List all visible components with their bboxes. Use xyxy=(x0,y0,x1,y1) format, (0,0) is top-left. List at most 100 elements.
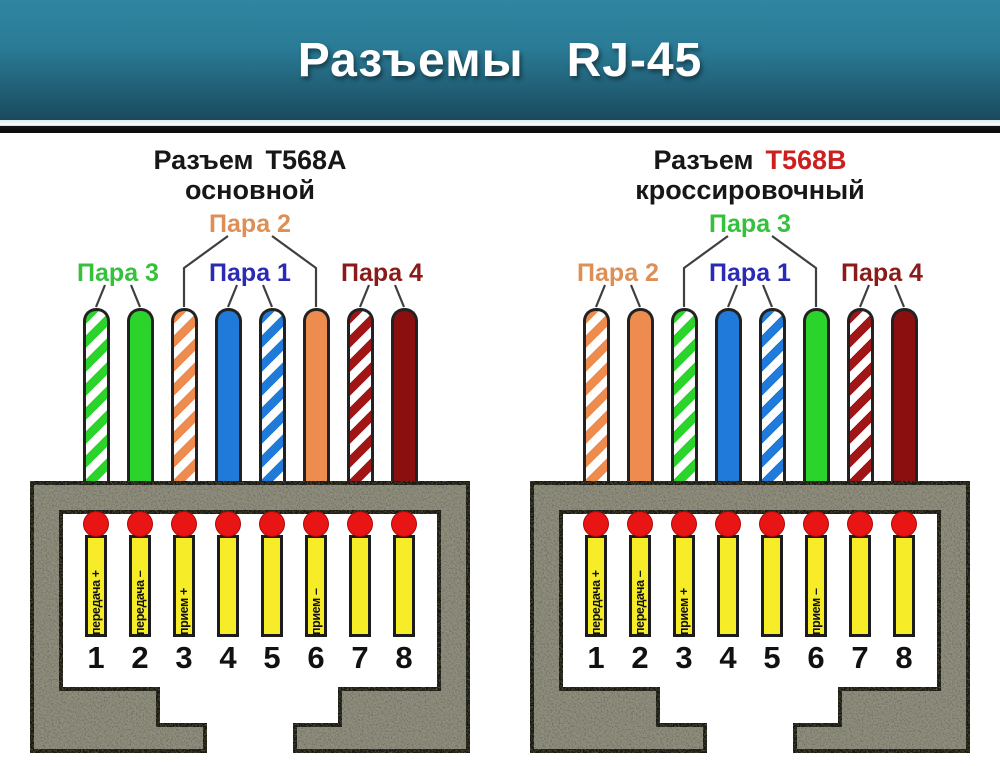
page-title: Разъемы RJ-45 xyxy=(297,33,703,87)
pin-number-4: 4 xyxy=(719,640,737,675)
pin-number-6: 6 xyxy=(807,640,825,675)
pin-number-8: 8 xyxy=(895,640,913,675)
pin-contact-dot-4 xyxy=(215,511,241,537)
pin-contact-dot-8 xyxy=(891,511,917,537)
wire-pin-1 xyxy=(582,308,610,485)
wire-pin-3 xyxy=(170,308,198,485)
pin-4 xyxy=(717,535,739,637)
pin-function-label-1: передача + xyxy=(89,570,103,635)
pin-function-label-3: прием + xyxy=(177,588,191,635)
pair-line xyxy=(682,235,729,307)
pin-contact-dot-5 xyxy=(259,511,285,537)
pin-contact-dot-2 xyxy=(627,511,653,537)
connector-body xyxy=(530,481,970,753)
pin-contact-dot-6 xyxy=(803,511,829,537)
wire-pin-8 xyxy=(390,308,418,485)
pair-line xyxy=(226,284,239,308)
pair-label-пара-3: Пара 3 xyxy=(709,210,791,238)
pin-5 xyxy=(761,535,783,637)
pair-line xyxy=(858,284,871,308)
pin-contact-dot-1 xyxy=(83,511,109,537)
pair-label-пара-4: Пара 4 xyxy=(841,259,923,287)
pin-4 xyxy=(217,535,239,637)
pin-contact-dot-7 xyxy=(847,511,873,537)
wire-pin-7 xyxy=(846,308,874,485)
wire-pin-2 xyxy=(626,308,654,485)
pair-line xyxy=(893,284,906,308)
pair-label-пара-2: Пара 2 xyxy=(209,210,291,238)
pin-function-label-1: передача + xyxy=(589,570,603,635)
pin-number-2: 2 xyxy=(631,640,649,675)
pair-line xyxy=(129,284,142,308)
wire-pin-1 xyxy=(82,308,110,485)
pin-contact-dot-7 xyxy=(347,511,373,537)
pair-line xyxy=(726,284,739,308)
pair-line xyxy=(182,235,229,307)
wire-pin-3 xyxy=(670,308,698,485)
pair-label-пара-1: Пара 1 xyxy=(209,259,291,287)
pin-number-8: 8 xyxy=(395,640,413,675)
pin-contact-dot-6 xyxy=(303,511,329,537)
pin-number-2: 2 xyxy=(131,640,149,675)
wire-pin-4 xyxy=(714,308,742,485)
connector-housing xyxy=(530,481,970,753)
pin-number-3: 3 xyxy=(675,640,693,675)
pair-line xyxy=(629,284,642,308)
pin-number-6: 6 xyxy=(307,640,325,675)
pair-connector-lines xyxy=(94,235,406,308)
pin-contact-dot-1 xyxy=(583,511,609,537)
pair-label-пара-4: Пара 4 xyxy=(341,259,423,287)
title-bar: Разъемы RJ-45 xyxy=(0,0,1000,120)
pin-number-7: 7 xyxy=(851,640,869,675)
pin-number-7: 7 xyxy=(351,640,369,675)
pin-function-label-2: передача – xyxy=(133,570,147,635)
pin-number-1: 1 xyxy=(87,640,105,675)
pin-contact-dot-2 xyxy=(127,511,153,537)
wire-pin-5 xyxy=(258,308,286,485)
wire-pin-4 xyxy=(214,308,242,485)
pin-5 xyxy=(261,535,283,637)
pair-line xyxy=(594,284,607,308)
heading-word: Разъем xyxy=(153,145,254,175)
pin-number-4: 4 xyxy=(219,640,237,675)
pair-line xyxy=(271,235,318,307)
standard-name: Т568А xyxy=(265,145,347,175)
pair-label-пара-3: Пара 3 xyxy=(77,259,159,287)
pin-function-label-2: передача – xyxy=(633,570,647,635)
pin-contact-dot-5 xyxy=(759,511,785,537)
pin-contact-dot-8 xyxy=(391,511,417,537)
wire-pin-6 xyxy=(802,308,830,485)
pin-contact-dot-3 xyxy=(171,511,197,537)
pin-number-1: 1 xyxy=(587,640,605,675)
pin-8 xyxy=(893,535,915,637)
connector-housing xyxy=(30,481,470,753)
pin-number-3: 3 xyxy=(175,640,193,675)
pair-label-пара-2: Пара 2 xyxy=(577,259,659,287)
pin-function-label-6: прием – xyxy=(809,588,823,635)
pair-line xyxy=(393,284,406,308)
pin-contact-dot-4 xyxy=(715,511,741,537)
connector-body xyxy=(30,481,470,753)
wire-pin-7 xyxy=(346,308,374,485)
pair-line xyxy=(761,284,774,308)
pair-line xyxy=(771,235,818,307)
pair-connector-lines xyxy=(594,235,906,308)
pin-8 xyxy=(393,535,415,637)
wire-pin-6 xyxy=(302,308,330,485)
pair-line xyxy=(358,284,371,308)
wire-pin-2 xyxy=(126,308,154,485)
heading-word: Разъем xyxy=(653,145,754,175)
pin-7 xyxy=(349,535,371,637)
pin-number-5: 5 xyxy=(763,640,781,675)
pair-line xyxy=(261,284,274,308)
wire-pin-5 xyxy=(758,308,786,485)
wire-pin-8 xyxy=(890,308,918,485)
panel-heading-line1: Разъем Т568А xyxy=(0,145,500,175)
pair-line xyxy=(94,284,107,308)
pin-contact-dot-3 xyxy=(671,511,697,537)
